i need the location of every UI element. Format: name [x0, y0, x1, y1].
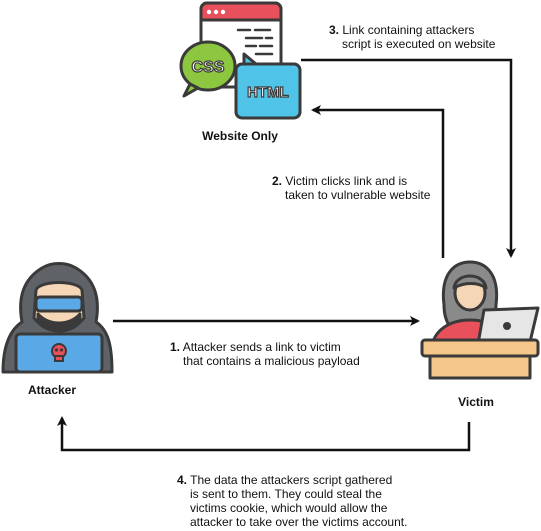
step-3-number: 3. [329, 23, 340, 37]
step-4-line-1: The data the attackers script gathered [190, 473, 393, 487]
step-1-line-1: Attacker sends a link to victim [182, 340, 341, 354]
attacker-label: Attacker [27, 383, 77, 397]
arrow-victim-to-attacker [57, 416, 471, 452]
step-1-number: 1. [170, 340, 181, 354]
step-1-line-2: that contains a malicious payload [183, 354, 360, 368]
arrow-website-to-victim [301, 58, 516, 258]
step-2-number: 2. [272, 174, 283, 188]
arrow-victim-to-website [311, 105, 445, 258]
website-label: Website Only [202, 129, 278, 143]
css-text: CSS [192, 59, 225, 76]
step-2-line-2: taken to vulnerable website [285, 188, 431, 202]
step-4-annotation: 4. The data the attackers script gathere… [177, 473, 407, 529]
step-3-line-2: script is executed on website [342, 37, 496, 51]
step-4-line-3: victims cookie, which would allow the [190, 501, 388, 515]
step-1-annotation: 1. Attacker sends a link to victim that … [170, 340, 360, 368]
step-4-line-2: is sent to them. They could steal the [190, 487, 382, 501]
victim-label: Victim [458, 395, 494, 409]
step-4-line-4: attacker to take over the victims accoun… [190, 515, 408, 529]
step-3-line-1: Link containing attackers [342, 23, 475, 37]
step-2-annotation: 2. Victim clicks link and is taken to vu… [272, 174, 430, 202]
step-4-number: 4. [177, 473, 188, 487]
step-3-annotation: 3. Link containing attackers script is e… [329, 23, 495, 51]
step-2-line-1: Victim clicks link and is [285, 174, 408, 188]
html-text: HTML [247, 84, 289, 101]
